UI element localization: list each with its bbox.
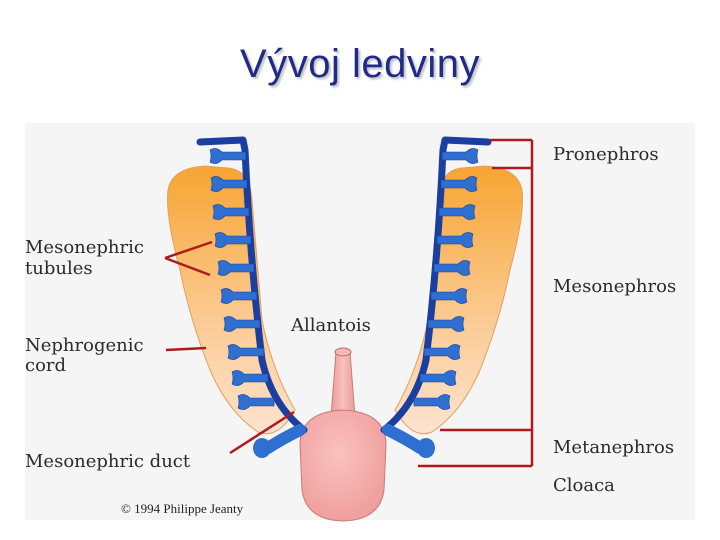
cloaca-bladder: [299, 409, 387, 522]
right-tubule: [441, 148, 479, 164]
pronephros-label: Pronephros: [553, 144, 659, 165]
left-tubule: [237, 394, 275, 410]
right-mesonephric-tubules: [413, 148, 479, 410]
right-tubule: [438, 204, 476, 220]
left-tubule: [231, 370, 269, 386]
mesonephros-label: Mesonephros: [553, 276, 676, 297]
nephrogenic-cord-label-2: cord: [25, 355, 66, 376]
left-tubule: [220, 288, 258, 304]
left-mesonephric-tubules: [209, 148, 275, 410]
leader-lines-left: [164, 240, 295, 455]
right-ureteric-bud: [382, 424, 426, 454]
left-tubule: [209, 148, 247, 164]
left-tubule: [210, 176, 248, 192]
copyright-notice: © 1994 Philippe Jeanty: [121, 501, 244, 516]
left-tubule: [217, 260, 255, 276]
mesonephric-duct-label: Mesonephric duct: [25, 451, 191, 472]
right-tubule: [430, 288, 468, 304]
right-tubule: [419, 370, 457, 386]
left-metanephric-blastema: [253, 438, 271, 458]
metanephros-label: Metanephros: [553, 437, 674, 458]
allantois-opening: [334, 347, 352, 357]
right-tubule: [427, 316, 465, 332]
tubules-leader-upper: [164, 240, 213, 260]
right-tubule: [423, 344, 461, 360]
left-tubule: [214, 232, 252, 248]
right-tubule: [433, 260, 471, 276]
region-bracket: [418, 138, 534, 468]
mesonephric-tubules-label-2: tubules: [25, 258, 93, 279]
nephrogenic-cord-leader: [165, 346, 207, 352]
right-tubule: [436, 232, 474, 248]
left-tubule: [223, 316, 261, 332]
mesonephric-duct-leader: [229, 410, 295, 455]
right-metanephric-blastema: [417, 438, 435, 458]
mesonephric-tubules-label: Mesonephric: [25, 237, 144, 258]
allantois-label: Allantois: [290, 315, 371, 336]
nephrogenic-cord-label: Nephrogenic: [25, 335, 144, 356]
tubules-leader-lower: [164, 256, 211, 277]
left-tubule: [227, 344, 265, 360]
cloaca-label: Cloaca: [553, 475, 615, 496]
right-tubule: [440, 176, 478, 192]
left-tubule: [212, 204, 250, 220]
slide-title: Vývoj ledviny: [240, 42, 480, 86]
right-tubule: [413, 394, 451, 410]
